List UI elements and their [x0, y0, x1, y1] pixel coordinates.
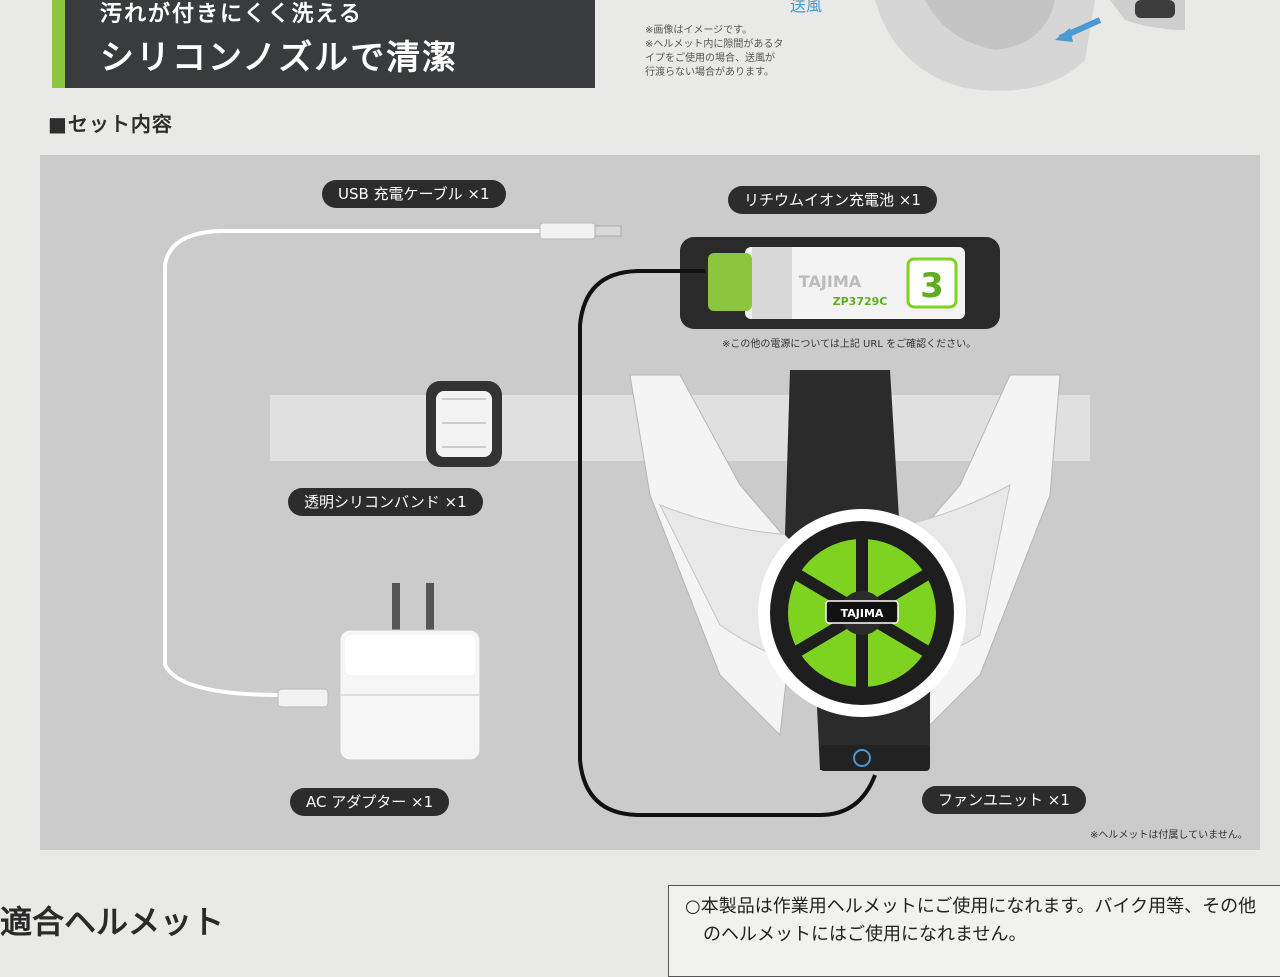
compatible-helmet-heading: 適合ヘルメット: [0, 903, 225, 941]
section-title: ■セット内容: [48, 112, 173, 136]
helmet-note: ※ヘルメットは付属していません。: [1090, 830, 1248, 841]
label-battery: リチウムイオン充電池 ×1: [728, 186, 937, 214]
power-button-icon: [853, 749, 871, 767]
airflow-arrow-icon: [1055, 28, 1073, 42]
notice-line: ○本製品は作業用ヘルメットにご使用になれます。バイク用等、その他: [685, 896, 1257, 917]
usage-notice-box: ○本製品は作業用ヘルメットにご使用になれます。バイク用等、その他 のヘルメットに…: [668, 885, 1280, 977]
contents-diagram: 3 TAJIMA ZP3729C TAJIMA: [163, 222, 1090, 817]
battery-model: ZP3729C: [833, 295, 888, 308]
note-line: イプをご使用の場合、送風が: [645, 53, 775, 64]
fan-brand: TAJIMA: [841, 607, 884, 620]
battery-brand: TAJIMA: [799, 272, 862, 291]
usb-c-plug-icon: [277, 688, 329, 708]
power-source-note: ※この他の電源については上記 URL をご確認ください。: [722, 339, 977, 350]
fan-cable-wire: [578, 269, 877, 817]
fan-unit-icon: TAJIMA: [758, 370, 966, 771]
usb-plug-icon: [539, 222, 596, 240]
feature-banner: [65, 0, 595, 88]
ac-adapter-icon: [339, 583, 481, 761]
note-line: 行渡らない場合があります。: [645, 67, 774, 78]
head-illustration: [875, 0, 1185, 91]
label-usb-cable: USB 充電ケーブル ×1: [322, 180, 506, 208]
mini-fan-icon: [1135, 0, 1175, 18]
label-fan-unit: ファンユニット ×1: [922, 786, 1086, 814]
silicone-band-icon: [426, 381, 502, 467]
usb-cable-wire: [163, 229, 540, 697]
contents-panel: 3 TAJIMA ZP3729C TAJIMA: [40, 155, 1260, 850]
battery-icon: 3 TAJIMA ZP3729C: [680, 237, 1000, 329]
note-line: ※画像はイメージです。: [645, 25, 753, 36]
battery-level: 3: [920, 266, 944, 306]
banner-title: シリコンノズルで清潔: [100, 38, 459, 78]
banner-subtitle: 汚れが付きにくく洗える: [100, 2, 363, 27]
image-notes: ※画像はイメージです。 ※ヘルメット内に隙間があるタ イプをご使用の場合、送風が…: [645, 24, 845, 80]
banner-accent: [52, 0, 68, 88]
notice-line: のヘルメットにはご使用になれません。: [703, 924, 1027, 945]
label-silicone-band: 透明シリコンバンド ×1: [288, 488, 483, 516]
airflow-label: 送風: [790, 0, 823, 15]
note-line: ※ヘルメット内に隙間があるタ: [645, 39, 784, 50]
label-ac-adapter: AC アダプター ×1: [290, 788, 450, 816]
